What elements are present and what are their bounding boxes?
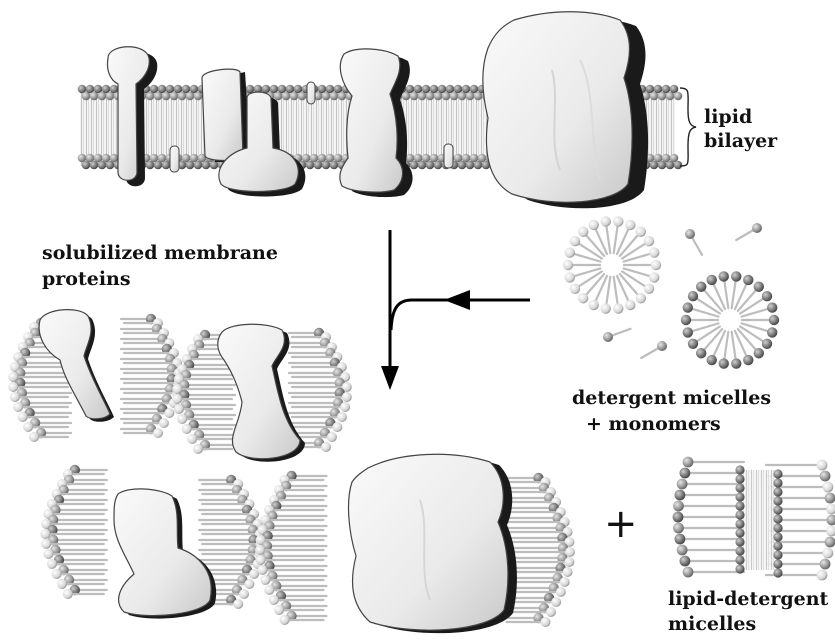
mixed-micelle-label-line2: micelles [668, 613, 756, 636]
plus-sign: + [604, 504, 638, 544]
micelles-label-line2: + monomers [586, 413, 721, 436]
solubilized-label-line1: solubilized membrane [42, 242, 278, 265]
process-arrows [381, 230, 530, 390]
membrane-protein-5 [483, 12, 648, 209]
membrane-protein-2 [202, 69, 251, 162]
bilayer-bracket [680, 88, 696, 166]
lipid-bilayer-label-line1: lipid [704, 106, 752, 129]
membrane-protein-4 [340, 49, 413, 197]
solubilized-complex-3 [40, 465, 265, 619]
solubilized-complex-1 [8, 310, 184, 442]
solubilized-complex-4 [255, 454, 575, 633]
merge-arrow-head [444, 290, 470, 310]
down-arrow-head [381, 366, 399, 390]
mixed-micelle-label-line1: lipid-detergent [668, 588, 828, 611]
detergent-micelle-2 [681, 271, 779, 369]
solubilized-complex-2 [172, 324, 352, 462]
lipid-bilayer-label-line2: bilayer [704, 130, 777, 153]
detergent-micelle-1 [563, 216, 661, 314]
lipid-detergent-micelle-group [673, 457, 835, 581]
solubilized-label-line2: proteins [42, 268, 131, 291]
solubilized-proteins-group [8, 310, 575, 634]
detergent-micelles-group [563, 216, 779, 369]
micelles-label-line1: detergent micelles [572, 387, 771, 410]
